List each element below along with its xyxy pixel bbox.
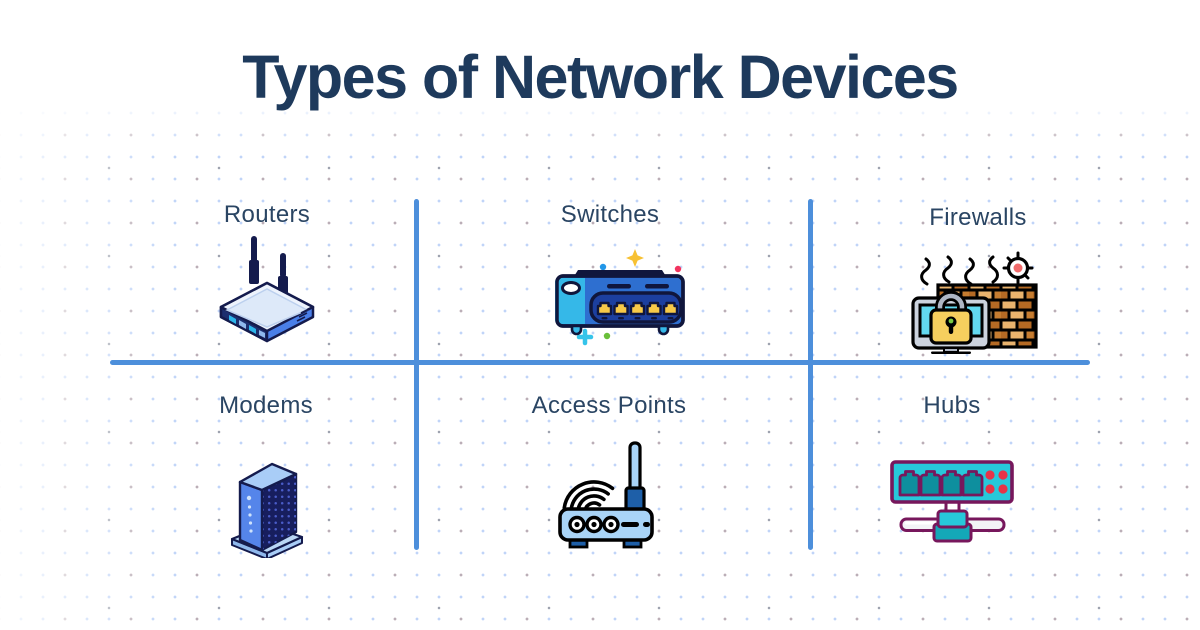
vertical-divider-line-left bbox=[414, 199, 419, 550]
modem-icon bbox=[228, 436, 306, 558]
label-switches: Switches bbox=[560, 201, 660, 228]
vertical-divider-line-right bbox=[808, 199, 813, 550]
label-firewalls: Firewalls bbox=[929, 204, 1027, 231]
label-routers: Routers bbox=[223, 201, 311, 228]
switch-icon bbox=[545, 245, 695, 355]
access-point-icon bbox=[550, 438, 660, 550]
hub-icon bbox=[888, 458, 1016, 546]
firewall-icon bbox=[905, 240, 1040, 355]
label-hubs: Hubs bbox=[923, 392, 981, 419]
horizontal-divider-line bbox=[110, 360, 1090, 365]
router-icon bbox=[217, 233, 317, 351]
label-access-points: Access Points bbox=[531, 392, 687, 419]
label-modems: Modems bbox=[219, 392, 313, 419]
page-title: Types of Network Devices bbox=[242, 43, 959, 111]
